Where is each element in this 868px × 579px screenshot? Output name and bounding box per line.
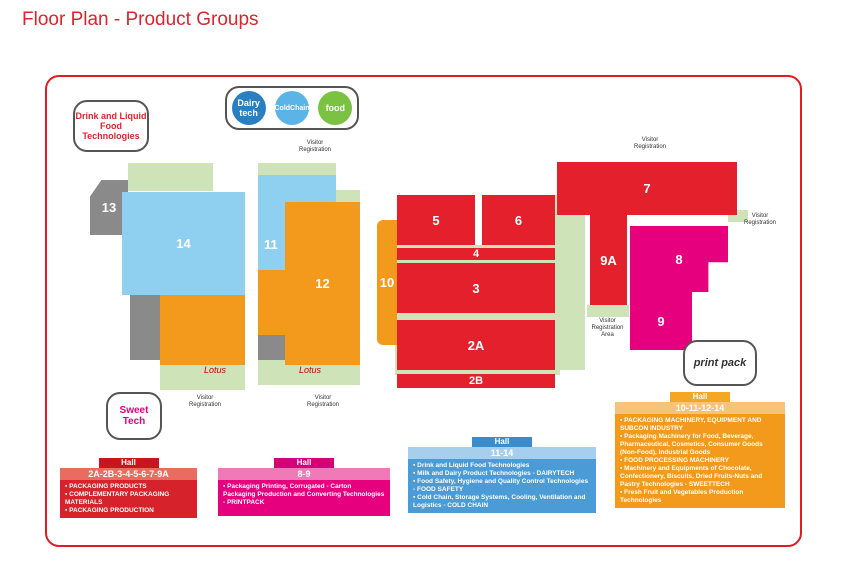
foodsafety-logo: food: [318, 91, 353, 125]
legend-item: Cold Chain, Storage Systems, Cooling, Ve…: [413, 494, 591, 510]
corridor: [160, 365, 245, 390]
legend-item: Food Safety, Hygiene and Quality Control…: [413, 478, 591, 494]
corridor: [587, 305, 629, 317]
visitor-registration-label: Visitor Registration: [633, 137, 666, 150]
printpack-bubble: print pack: [683, 340, 757, 386]
hall-6[interactable]: 6: [482, 195, 555, 245]
hall-14-machinery: [160, 295, 245, 365]
corridor: [128, 163, 213, 191]
legend-item: FOOD PROCESSING MACHINERY: [620, 457, 780, 465]
visitor-registration-label: Visitor Registration: [306, 395, 339, 408]
legend-tag: Hall: [670, 392, 730, 402]
legend-head: 11-14: [408, 447, 596, 459]
legend-head: 10-11-12-14: [615, 402, 785, 414]
hall-9a[interactable]: 9A: [590, 215, 627, 305]
legend-item: Machinery and Equipments of Chocolate, C…: [620, 465, 780, 489]
visitor-registration-label: Visitor Registration: [188, 395, 221, 408]
food-tech-bubble: Dairy tech ColdChain food: [225, 86, 359, 130]
legend-hall-8-9: Hall 8-9 Packaging Printing, Corrugated …: [218, 458, 390, 516]
legend-item: Packaging Machinery for Food, Beverage, …: [620, 433, 780, 457]
legend-item: PACKAGING MACHINERY, EQUIPMENT AND SUBCO…: [620, 417, 780, 433]
legend-item: Milk and Dairy Product Technologies - DA…: [413, 470, 591, 478]
legend-item: PACKAGING PRODUCTION: [65, 507, 192, 515]
legend-item: PACKAGING PRODUCTS: [65, 483, 192, 491]
page-title: Floor Plan - Product Groups: [22, 9, 259, 30]
visitor-registration-area-label: Visitor Registration Area: [591, 318, 624, 338]
hall-3[interactable]: 3: [397, 263, 555, 313]
sponsor-logo: Lotus: [298, 365, 322, 375]
sweettech-bubble: Sweet Tech: [106, 392, 162, 440]
legend-item: COMPLEMENTARY PACKAGING MATERIALS: [65, 491, 192, 507]
legend-head: 8-9: [218, 468, 390, 480]
corridor: [258, 163, 336, 177]
legend-hall-2a-9a: Hall 2A-2B-3-4-5-6-7-9A PACKAGING PRODUC…: [60, 458, 197, 518]
floor-plan-frame: [45, 75, 802, 547]
legend-item: Fresh Fruit and Vegetables Production Te…: [620, 489, 780, 505]
legend-tag: Hall: [274, 458, 334, 468]
legend-tag: Hall: [98, 458, 159, 468]
visitor-registration-label: Visitor Registration: [743, 213, 776, 226]
hall-14[interactable]: 14: [122, 192, 245, 295]
legend-item: Drink and Liquid Food Technologies: [413, 462, 591, 470]
legend-head: 2A-2B-3-4-5-6-7-9A: [60, 468, 197, 480]
legend-hall-10-14: Hall 10-11-12-14 PACKAGING MACHINERY, EQ…: [615, 392, 785, 508]
hall-9[interactable]: 9: [630, 292, 692, 350]
hall-2b[interactable]: 2B: [397, 374, 555, 388]
legend-tag: Hall: [472, 437, 532, 447]
hall-13[interactable]: 13: [90, 180, 128, 235]
legend-item: Packaging Printing, Corrugated - Carton …: [223, 483, 385, 507]
hall-12[interactable]: 12: [285, 202, 360, 365]
hall-10[interactable]: 10: [377, 220, 397, 345]
corridor: [555, 195, 585, 370]
hall-11-machinery: [258, 270, 285, 335]
legend-hall-11-14: Hall 11-14 Drink and Liquid Food Technol…: [408, 437, 596, 513]
hall-5[interactable]: 5: [397, 195, 475, 245]
sponsor-logo: Lotus: [203, 365, 227, 375]
hall-4[interactable]: 4: [397, 248, 555, 260]
hall-2a[interactable]: 2A: [397, 320, 555, 370]
coldchain-logo: ColdChain: [274, 91, 309, 125]
drink-liquid-food-bubble: Drink and Liquid Food Technologies: [73, 100, 149, 152]
visitor-registration-label: Visitor Registration: [298, 140, 331, 153]
dairytech-logo: Dairy tech: [231, 91, 266, 125]
hall-7[interactable]: 7: [557, 162, 737, 215]
hall-11-annex: [258, 335, 285, 360]
